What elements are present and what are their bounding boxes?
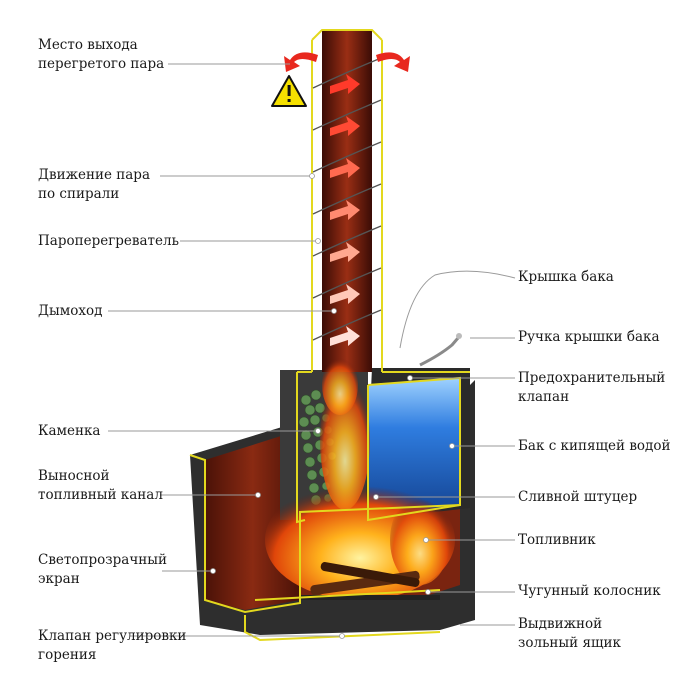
label-ash-drawer: Выдвижной зольный ящик (518, 616, 621, 651)
label-firebox: Топливник (518, 532, 596, 548)
label-heater-stones: Каменка (38, 423, 101, 439)
leader-dots (210, 173, 455, 639)
warning-triangle-icon (271, 75, 307, 107)
label-combustion-valve: Клапан регулировки горения (38, 628, 187, 663)
tank-lid-handle (419, 337, 460, 367)
tank-lid-handle-knob (456, 333, 462, 339)
logs-and-grate (300, 562, 440, 600)
label-lid-handle: Ручка крышки бака (518, 329, 660, 345)
label-fuel-channel: Выносной топливный канал (38, 468, 163, 503)
label-chimney: Дымоход (38, 303, 103, 319)
label-drain-fitting: Сливной штуцер (518, 489, 638, 505)
label-steam-spiral: Движение пара по спирали (38, 167, 150, 202)
label-glass-screen: Светопрозрачный экран (38, 552, 168, 587)
steam-exit-arrow-icon (284, 52, 410, 72)
label-safety-valve: Предохранительный клапан (518, 370, 666, 405)
fire (265, 355, 455, 600)
leader-lines (108, 63, 516, 637)
label-superheater: Пароперегреватель (38, 233, 179, 249)
steam-spiral-arrows (330, 74, 360, 346)
label-steam-exit: Место выхода перегретого пара (38, 37, 165, 72)
label-tank-lid: Крышка бака (518, 269, 614, 285)
label-cast-iron-grate: Чугунный колосник (518, 583, 661, 599)
label-boiling-tank: Бак с кипящей водой (518, 438, 671, 454)
